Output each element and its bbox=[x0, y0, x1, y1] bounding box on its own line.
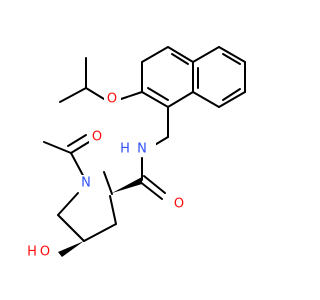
amide-linker bbox=[138, 106, 169, 200]
amide-nitrogen-label: N bbox=[137, 142, 147, 157]
atom-labels: O H N O O N H O bbox=[26, 91, 188, 261]
ether-oxygen-label: O bbox=[107, 92, 117, 107]
amide-oxygen-label: O bbox=[174, 197, 184, 212]
wedge-bond-c4 bbox=[58, 241, 84, 257]
hydroxyl-oxygen-label: O bbox=[40, 245, 50, 260]
wedge-bond-c2 bbox=[112, 177, 142, 193]
ring-nitrogen-label: N bbox=[81, 176, 91, 191]
amide-hydrogen-label: H bbox=[120, 142, 130, 157]
molecule-structure: O H N O O N H O bbox=[26, 46, 246, 261]
acetyl-oxygen-label: O bbox=[92, 130, 102, 145]
hydroxyl-hydrogen-label: H bbox=[27, 245, 37, 260]
isopropoxy-group bbox=[59, 57, 143, 103]
naphthalene-ring bbox=[141, 46, 246, 108]
pyrrolidine-ring bbox=[57, 171, 117, 242]
acetyl-group bbox=[43, 134, 90, 182]
